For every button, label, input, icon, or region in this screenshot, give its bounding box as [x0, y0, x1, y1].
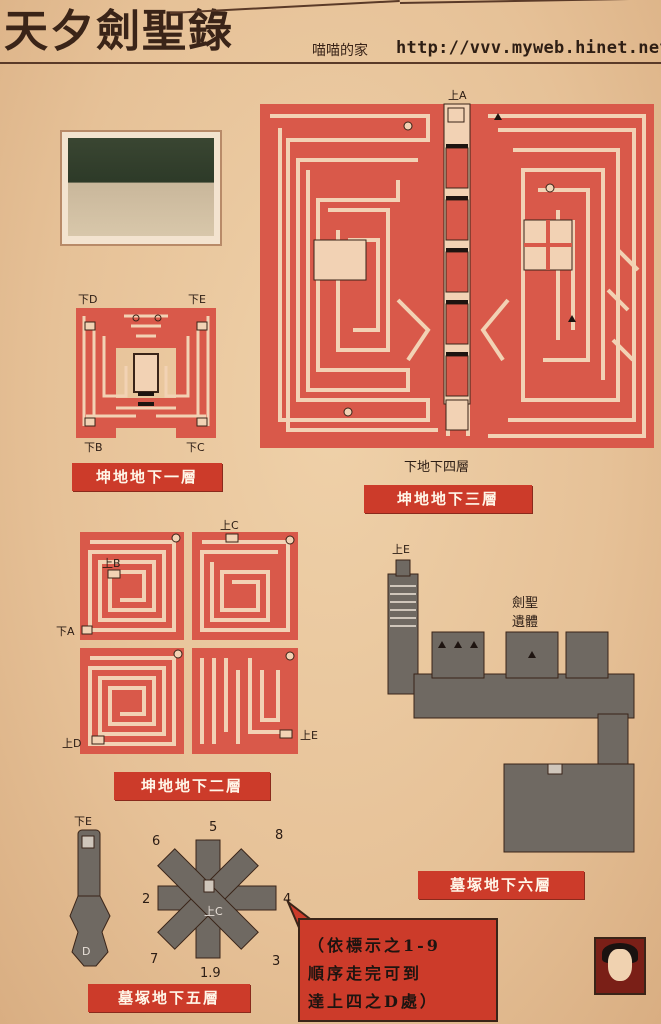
header-rule	[0, 62, 661, 64]
marker-b1-down-c: 下C	[186, 441, 205, 454]
map-b2-maze	[80, 532, 298, 754]
marker-b3-up-a: 上A	[448, 89, 467, 102]
site-url[interactable]: http://vvv.myweb.hinet.net	[396, 38, 661, 58]
marker-b5-d: D	[82, 945, 91, 958]
marker-b2-up-d: 上D	[62, 737, 82, 750]
map-b1-maze	[76, 308, 216, 438]
marker-b2-up-c: 上C	[220, 519, 239, 532]
portrait-face	[608, 949, 632, 981]
b5-point-1-9: 1.9	[200, 966, 221, 981]
map-b3-maze	[260, 103, 654, 448]
map-b6-label: 墓塚地下六層	[418, 871, 584, 899]
route-note-line-2: 順序走完可到	[308, 964, 423, 983]
page-header: 天夕劍聖錄 喵喵的家 http://vvv.myweb.hinet.net	[0, 0, 661, 66]
marker-b2-up-b: 上B	[102, 557, 121, 570]
map-b6-tomb	[387, 559, 635, 853]
b5-point-5: 5	[209, 820, 218, 835]
marker-b1-down-e: 下E	[188, 293, 206, 306]
b5-point-2: 2	[142, 892, 151, 907]
map-b3-label: 坤地地下三層	[364, 485, 532, 513]
marker-b5-down-e: 下E	[74, 815, 92, 828]
header-decor-line	[399, 0, 660, 4]
site-name: 喵喵的家	[312, 43, 368, 59]
marker-b1-down-d: 下D	[78, 293, 98, 306]
marker-b5-up-c: 上C	[204, 905, 223, 918]
marker-b1-down-b: 下B	[84, 441, 103, 454]
b5-point-4: 4	[283, 892, 292, 907]
game-title: 天夕劍聖錄	[4, 6, 234, 57]
character-portrait	[594, 937, 646, 995]
map-b3-caption: 下地下四層	[404, 460, 470, 475]
map-b5-tomb	[69, 829, 277, 967]
route-note-line-3: 達上四之D處）	[308, 992, 439, 1011]
b5-point-7: 7	[150, 952, 159, 967]
map-b6-relic: 劍聖遺體	[512, 596, 539, 630]
map-b2-label: 坤地地下二層	[114, 772, 270, 800]
b5-point-6: 6	[152, 834, 161, 849]
scene-photo	[60, 130, 222, 246]
b5-point-8: 8	[275, 828, 284, 843]
map-b1-label: 坤地地下一層	[72, 463, 222, 491]
scene-photo-image	[68, 138, 214, 236]
route-note-box	[298, 918, 498, 1022]
marker-b6-up-e: 上E	[392, 543, 410, 556]
map-b5-label: 墓塚地下五層	[88, 984, 250, 1012]
marker-b2-down-a: 下A	[56, 625, 75, 638]
b5-point-3: 3	[272, 954, 281, 969]
route-note-line-1: （依標示之1-9	[308, 936, 441, 955]
marker-b2-up-e: 上E	[300, 729, 318, 742]
